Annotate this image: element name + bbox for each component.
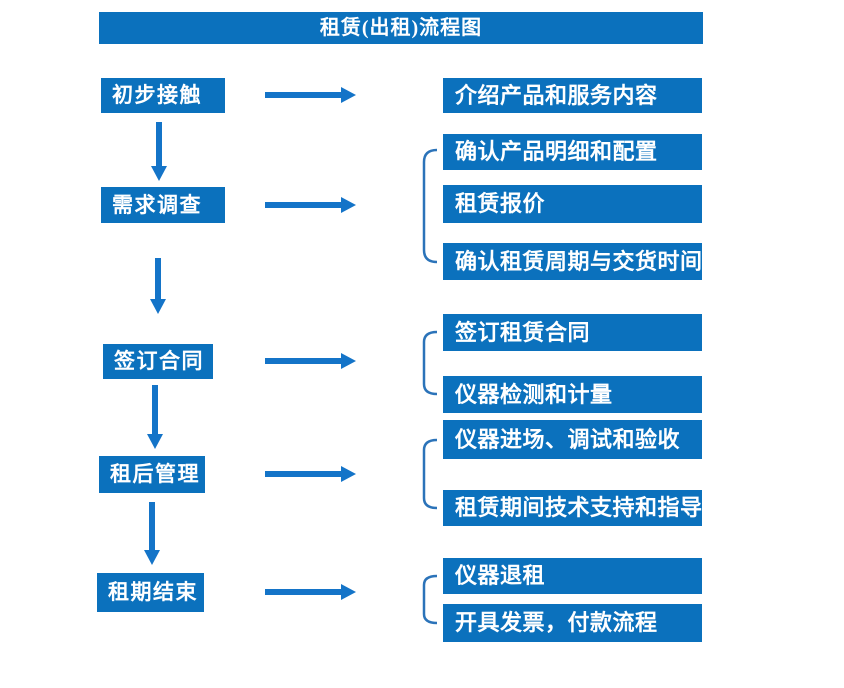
output-box-rental-quotation: 租赁报价 — [443, 185, 702, 223]
step-box-post-rental-management: 租后管理 — [99, 456, 205, 493]
bracket-group-2 — [422, 148, 438, 264]
step-box-initial-contact: 初步接触 — [101, 78, 225, 113]
arrow-right-2 — [265, 197, 356, 213]
bracket-group-4 — [422, 438, 438, 510]
arrow-down-4 — [144, 502, 160, 565]
arrow-down-1 — [151, 122, 167, 181]
step-box-rental-end: 租期结束 — [97, 573, 204, 612]
arrow-right-4 — [265, 466, 356, 482]
output-box-sign-rental-contract: 签订租赁合同 — [443, 314, 702, 351]
output-box-confirm-rental-period: 确认租赁周期与交货时间 — [443, 243, 702, 280]
output-box-confirm-product-details: 确认产品明细和配置 — [443, 134, 702, 170]
step-box-demand-survey: 需求调查 — [101, 187, 225, 223]
output-box-invoice-payment: 开具发票，付款流程 — [443, 604, 702, 642]
arrow-down-3 — [147, 385, 163, 449]
bracket-group-3 — [422, 330, 438, 396]
output-box-introduce-products: 介绍产品和服务内容 — [443, 78, 702, 113]
arrow-right-3 — [265, 353, 356, 369]
step-box-sign-contract: 签订合同 — [103, 344, 213, 379]
flowchart-title: 租赁(出租)流程图 — [99, 12, 703, 44]
output-box-instrument-testing: 仪器检测和计量 — [443, 376, 702, 413]
output-box-instrument-entry-acceptance: 仪器进场、调试和验收 — [443, 420, 702, 459]
output-box-instrument-return: 仪器退租 — [443, 558, 702, 594]
arrow-right-1 — [265, 87, 356, 103]
bracket-group-5 — [422, 574, 438, 625]
arrow-down-2 — [150, 258, 166, 314]
arrow-right-5 — [265, 584, 356, 600]
output-box-technical-support: 租赁期间技术支持和指导 — [443, 490, 702, 526]
